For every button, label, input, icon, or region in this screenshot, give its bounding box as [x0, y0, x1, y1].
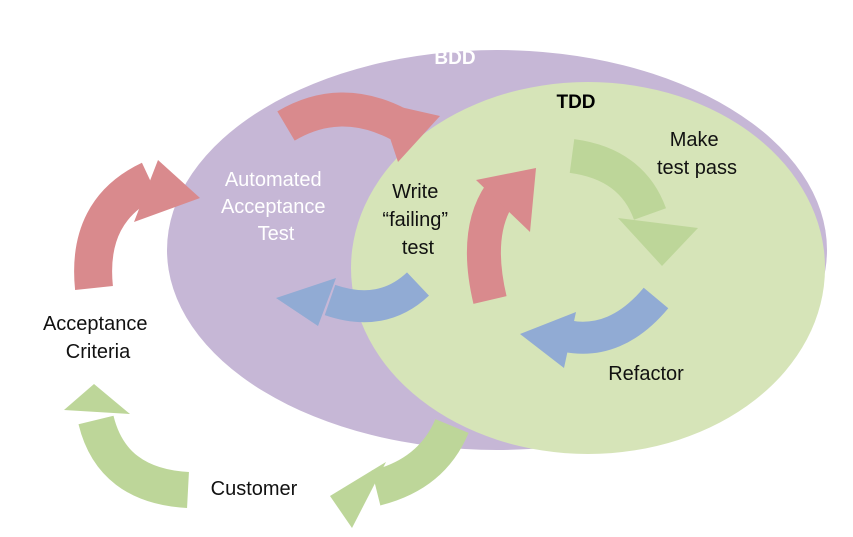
acceptance-criteria-label: Acceptance Criteria [43, 313, 153, 363]
automated-acceptance-test-line-2: Acceptance [221, 196, 326, 218]
arrow-customer-to-criteria [64, 384, 190, 508]
tdd-title: TDD [556, 92, 595, 113]
tdd-ellipse [351, 82, 825, 454]
arrow-write-test-to-acceptance-test [276, 271, 429, 326]
automated-acceptance-test-label: Automated Acceptance Test [221, 169, 331, 245]
automated-acceptance-test-line-1: Automated [225, 169, 322, 191]
write-failing-test-label: Write “failing” test [382, 181, 453, 259]
write-failing-test-line-1: Write [392, 181, 438, 203]
arrow-acceptance-test-to-write-test [277, 92, 440, 162]
customer-label: Customer [211, 478, 298, 500]
acceptance-criteria-line-1: Acceptance [43, 313, 148, 335]
arrow-criteria-to-acceptance-test [74, 160, 200, 290]
write-failing-test-line-2: “failing” [382, 209, 448, 231]
make-test-pass-line-2: test pass [657, 157, 737, 179]
arrow-refactor-to-write-test [520, 287, 669, 368]
acceptance-criteria-line-2: Criteria [66, 341, 131, 363]
refactor-label: Refactor [608, 363, 684, 385]
make-test-pass-line-1: Make [670, 129, 719, 151]
arrow-bdd-to-customer [330, 418, 469, 528]
make-test-pass-label: Make test pass [657, 129, 737, 179]
arrow-write-test-to-make-pass [466, 168, 536, 304]
write-failing-test-line-3: test [402, 237, 435, 259]
automated-acceptance-test-line-3: Test [258, 223, 295, 245]
arrow-make-pass-to-refactor [569, 139, 698, 266]
bdd-title: BDD [434, 48, 475, 69]
